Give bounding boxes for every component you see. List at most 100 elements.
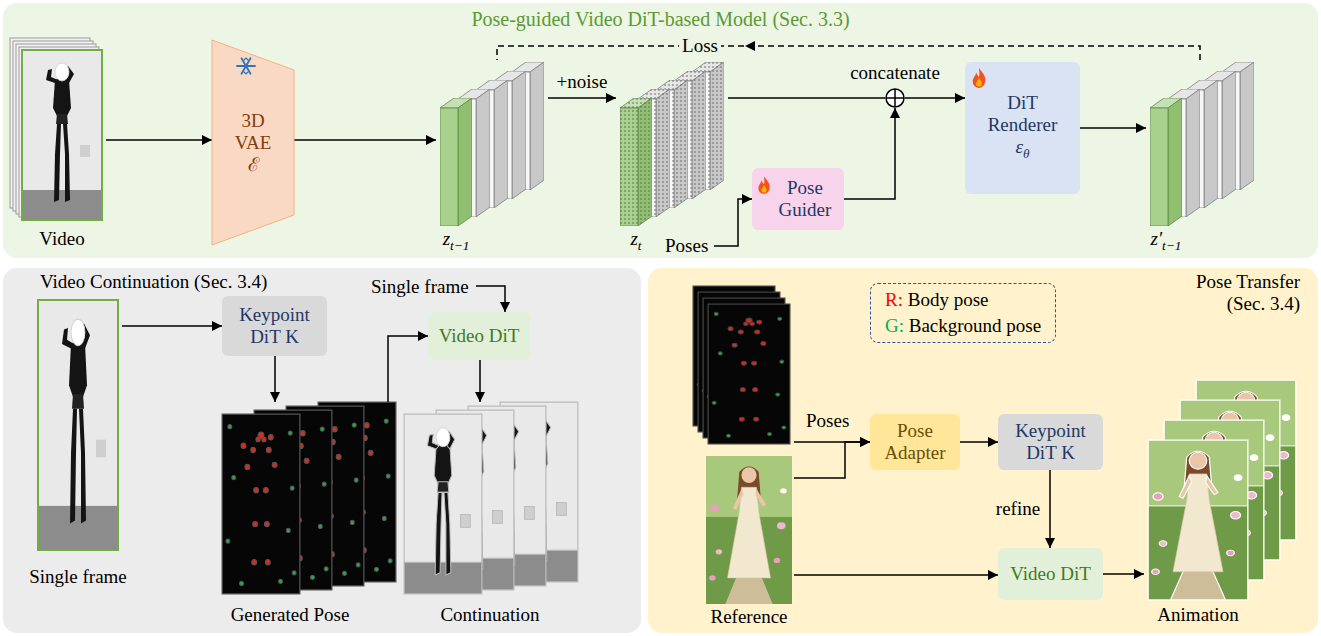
label-holder: Single frame bbox=[368, 276, 472, 298]
noisy-latent-illustration bbox=[692, 62, 724, 190]
caption: zt bbox=[630, 228, 641, 257]
arrow-connector bbox=[960, 442, 998, 443]
box-label: Keypoint DiT K bbox=[232, 304, 318, 348]
single-frame-illustration bbox=[38, 300, 118, 550]
connector-line bbox=[794, 574, 998, 576]
continuation-illustration bbox=[436, 410, 514, 590]
animation-illustration bbox=[1180, 400, 1280, 560]
pose-frames-illustration bbox=[708, 304, 790, 444]
pose-frames-illustration bbox=[698, 292, 780, 432]
box-label: ℰ bbox=[248, 154, 259, 176]
image-stack: Video bbox=[8, 36, 106, 254]
animation-illustration bbox=[1180, 400, 1280, 560]
connectors bbox=[106, 41, 1200, 575]
single-frame-illustration bbox=[38, 300, 118, 550]
noisy-latent-illustration bbox=[674, 71, 706, 199]
arrow-connector bbox=[794, 442, 870, 443]
output-latent-illustration bbox=[1222, 62, 1254, 190]
connector-line bbox=[960, 441, 998, 443]
image-stack: zt bbox=[616, 60, 728, 254]
caption: Video bbox=[39, 228, 84, 250]
caption: concatenate bbox=[850, 62, 940, 84]
edge-label-holder: +noise bbox=[554, 71, 611, 93]
arrow-connector bbox=[294, 140, 436, 141]
process-box: Pose Adapter bbox=[870, 414, 960, 470]
panel-background bbox=[3, 3, 1318, 258]
concat-circle bbox=[886, 89, 904, 107]
generated-pose-illustration bbox=[318, 402, 396, 582]
arrow-connector bbox=[905, 98, 965, 99]
arrow-connector bbox=[728, 98, 885, 99]
animation-illustration bbox=[1196, 380, 1296, 540]
process-box: Keypoint DiT K bbox=[998, 414, 1103, 470]
generated-pose-illustration bbox=[222, 414, 300, 594]
box-label: εθ bbox=[1015, 136, 1029, 165]
pose-frames-illustration bbox=[693, 286, 790, 444]
latent-stack-illustration bbox=[476, 80, 508, 208]
output-latent-illustration bbox=[1204, 71, 1236, 199]
legend-box: R: Body poseG: Background pose bbox=[870, 283, 1056, 343]
connector-line bbox=[1103, 573, 1144, 575]
continuation-illustration bbox=[404, 414, 482, 594]
generated-pose-illustration bbox=[286, 406, 364, 586]
process-box: Pose Guider bbox=[752, 168, 844, 230]
connector-line bbox=[497, 46, 1200, 60]
latent-stack-illustration bbox=[458, 89, 490, 217]
latent-stack-illustration bbox=[440, 98, 472, 226]
connector-line bbox=[106, 139, 212, 141]
animation-illustration bbox=[1164, 420, 1264, 580]
video-frames-illustration bbox=[10, 38, 90, 208]
subscript: t−1 bbox=[1162, 238, 1181, 253]
video-frames-illustration bbox=[19, 47, 99, 217]
caption: Reference bbox=[711, 606, 788, 628]
noisy-latent-illustration bbox=[620, 98, 652, 226]
generated-pose-illustration bbox=[254, 410, 332, 590]
image-stack: z′t−1 bbox=[1146, 60, 1258, 254]
noisy-latent-illustration bbox=[656, 80, 688, 208]
latent-stack-illustration bbox=[440, 62, 544, 226]
caption: Animation bbox=[1157, 604, 1238, 626]
process-box: Video DiT bbox=[428, 312, 530, 360]
animation-illustration bbox=[1164, 420, 1264, 580]
image-stack: zt−1 bbox=[436, 60, 548, 254]
process-box: Keypoint DiT K bbox=[222, 296, 327, 356]
continuation-illustration bbox=[468, 406, 546, 586]
process-box: Video DiT bbox=[998, 548, 1103, 600]
video-frames-illustration bbox=[10, 38, 102, 220]
trapezoid-shape bbox=[212, 40, 294, 245]
reference-illustration bbox=[706, 456, 792, 604]
edge-label-holder: refine bbox=[993, 498, 1043, 520]
pose-frames-illustration bbox=[698, 292, 780, 432]
generated-pose-illustration bbox=[222, 402, 396, 594]
image-stack: Animation bbox=[1144, 376, 1300, 628]
box-label: 3D VAE bbox=[228, 110, 278, 154]
pose-frames-illustration bbox=[703, 298, 785, 438]
leader-arrow bbox=[476, 286, 505, 312]
panel-background bbox=[3, 268, 641, 633]
encoder-trapezoid: 3D VAEℰ bbox=[212, 40, 294, 245]
latent-stack-illustration bbox=[512, 62, 544, 190]
animation-illustration bbox=[1148, 440, 1248, 600]
latent-stack-illustration bbox=[494, 71, 526, 199]
circle-outline bbox=[885, 88, 905, 108]
video-frames-illustration bbox=[13, 41, 93, 211]
section-panel: Video Continuation (Sec. 3.4)Single fram… bbox=[3, 268, 641, 633]
generated-pose-illustration bbox=[254, 410, 332, 590]
plus-sign bbox=[886, 89, 904, 107]
legend-swatch: G: Background pose bbox=[885, 313, 1041, 339]
arrow-connector bbox=[497, 41, 1200, 60]
free-label: Poses bbox=[662, 235, 711, 257]
continuation-illustration bbox=[468, 406, 546, 586]
caption: z′t−1 bbox=[1151, 228, 1182, 257]
image-stack: Generated Pose bbox=[216, 402, 398, 626]
output-latent-illustration bbox=[1186, 80, 1218, 208]
subscript: t−1 bbox=[450, 238, 469, 253]
pose-frames-illustration bbox=[693, 286, 775, 426]
arrow-connector bbox=[106, 140, 212, 141]
caption: zt−1 bbox=[443, 228, 470, 257]
edge-label: refine bbox=[993, 498, 1043, 520]
arrow-connector bbox=[1103, 574, 1144, 575]
arrow-connector bbox=[844, 108, 895, 199]
